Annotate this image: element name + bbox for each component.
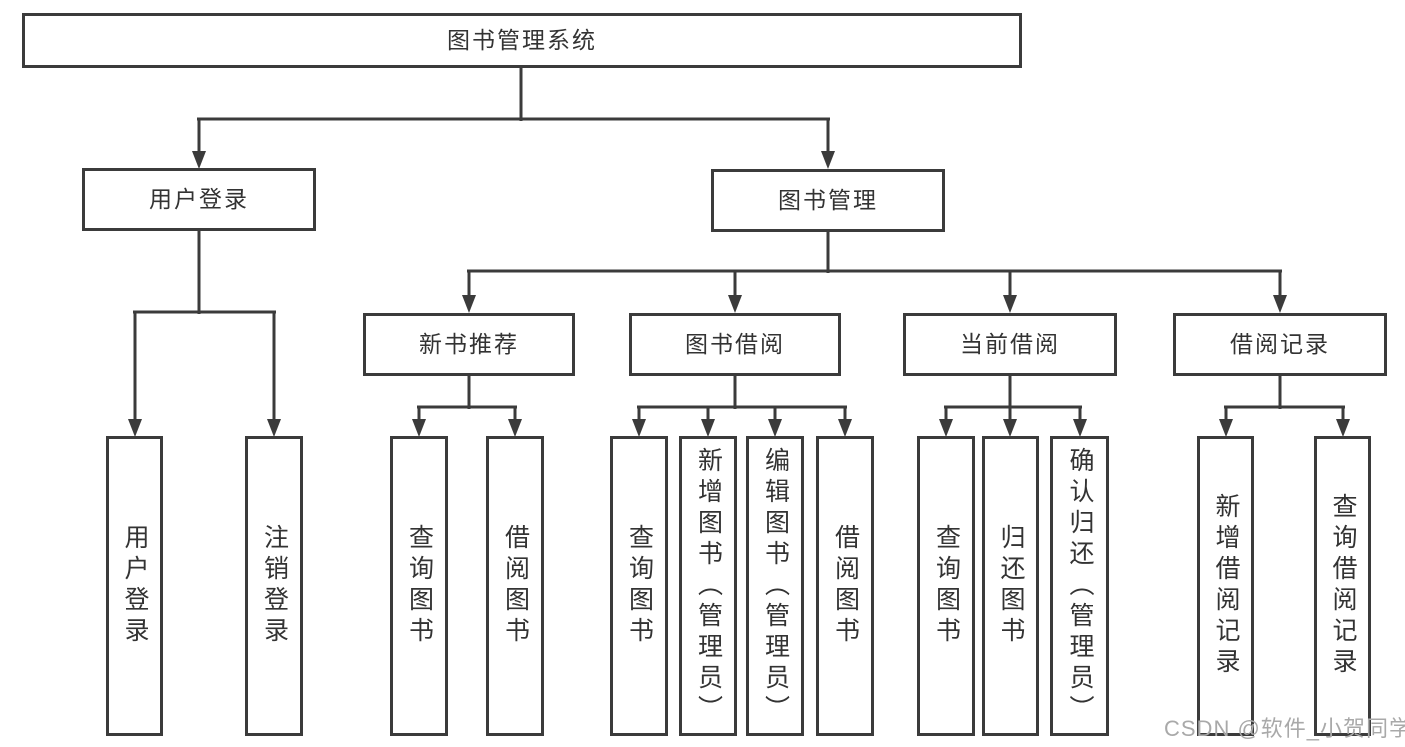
node-leaf-edit-books-admin: 编辑图书（管理员） — [746, 436, 804, 736]
node-leaf-query-books: 查询图书 — [610, 436, 668, 736]
node-current-borrow: 当前借阅 — [903, 313, 1117, 376]
node-leaf-borrow-books: 借阅图书 — [816, 436, 874, 736]
node-leaf-query-books: 查询图书 — [390, 436, 448, 736]
node-leaf-user-login: 用户登录 — [106, 436, 163, 736]
node-book-management: 图书管理 — [711, 169, 945, 232]
node-leaf-confirm-return-admin: 确认归还（管理员） — [1050, 436, 1109, 736]
node-leaf-query-borrow-record: 查询借阅记录 — [1314, 436, 1371, 736]
node-library-management-system: 图书管理系统 — [22, 13, 1022, 68]
node-book-borrow: 图书借阅 — [629, 313, 841, 376]
node-leaf-query-books: 查询图书 — [917, 436, 975, 736]
node-new-book-recommend: 新书推荐 — [363, 313, 575, 376]
node-leaf-add-books-admin: 新增图书（管理员） — [679, 436, 737, 736]
node-leaf-logout: 注销登录 — [245, 436, 303, 736]
csdn-watermark: CSDN @软件_小贺同学 — [1164, 716, 1405, 741]
node-user-login: 用户登录 — [82, 168, 316, 231]
node-leaf-add-borrow-record: 新增借阅记录 — [1197, 436, 1254, 736]
node-leaf-borrow-books: 借阅图书 — [486, 436, 544, 736]
node-borrow-record: 借阅记录 — [1173, 313, 1387, 376]
node-leaf-return-books: 归还图书 — [982, 436, 1039, 736]
